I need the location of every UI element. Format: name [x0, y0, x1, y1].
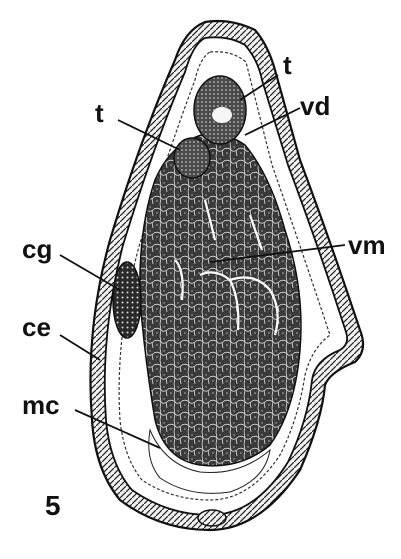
bottom-knob: [198, 510, 226, 526]
label-mc: mc: [22, 392, 60, 418]
label-t-upper: t: [283, 52, 292, 78]
testis-left: [174, 138, 210, 178]
label-vd: vd: [300, 93, 330, 119]
testis-upper-lumen: [212, 107, 232, 123]
cerebral-ganglion: [113, 262, 141, 338]
label-cg: cg: [22, 236, 52, 262]
figure-number: 5: [45, 492, 61, 520]
label-vm: vm: [348, 232, 386, 258]
label-ce: ce: [22, 314, 51, 340]
label-t-left: t: [95, 100, 104, 126]
